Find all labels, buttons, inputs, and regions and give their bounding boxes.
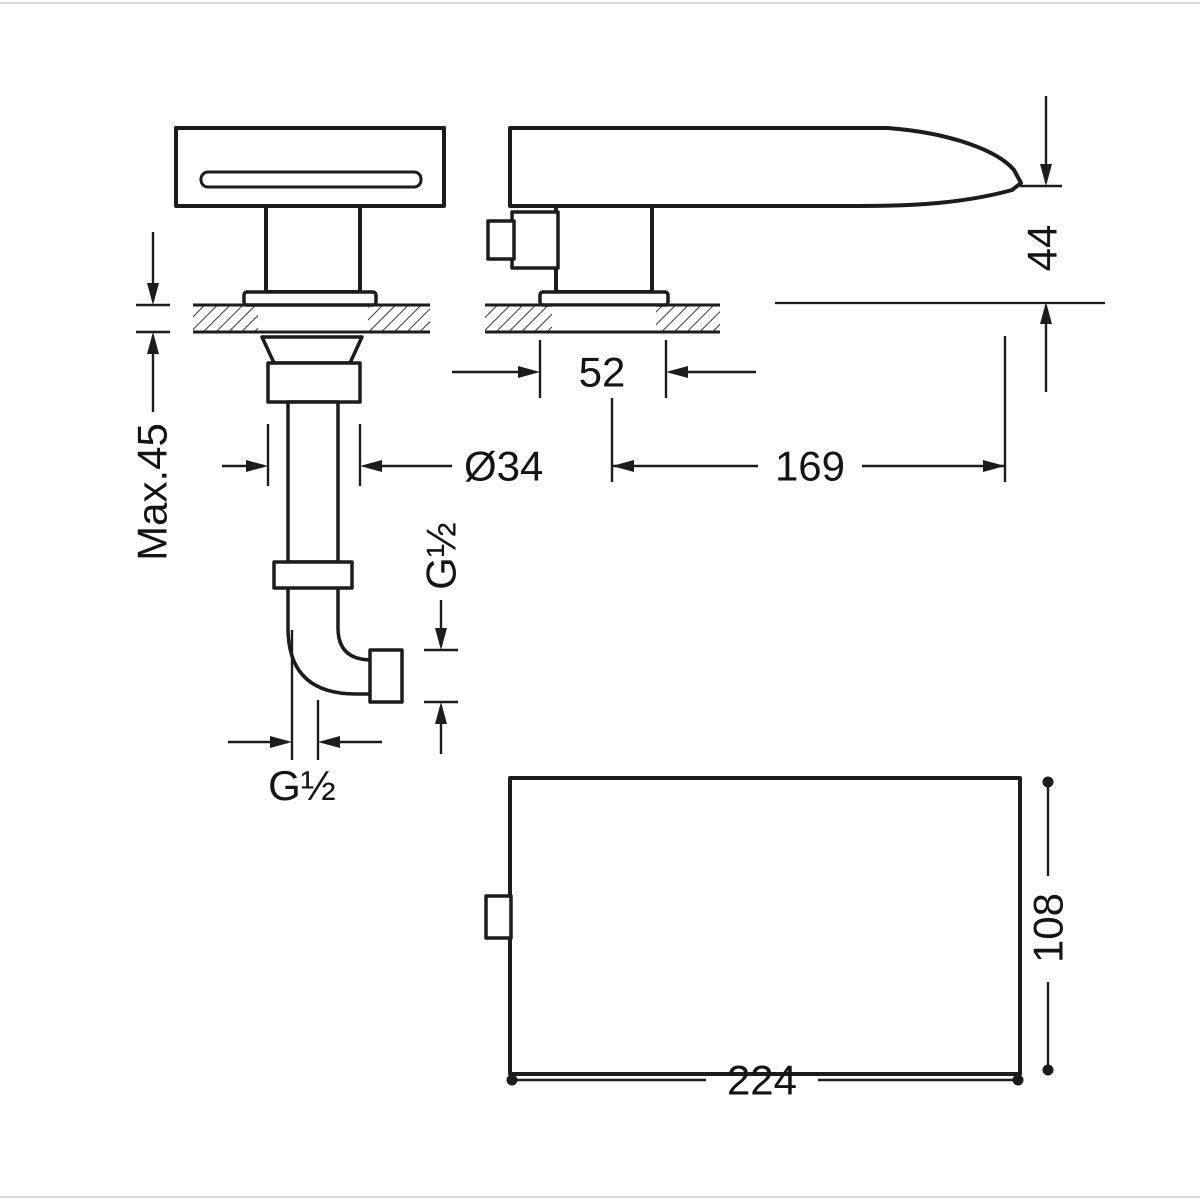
dim-label-max45: Max.45 (129, 423, 176, 561)
dim-max-thickness: Max.45 (129, 232, 176, 561)
pipe-nut (272, 560, 354, 590)
handle-base-side (510, 210, 560, 270)
dim-label-diameter-34: Ø34 (464, 443, 543, 490)
dim-label-52: 52 (579, 349, 626, 396)
dim-label-108: 108 (1025, 893, 1072, 963)
fixing-nut (260, 335, 364, 365)
dim-length-224: 224 (506, 1057, 1024, 1104)
dim-g12-outlet: G½ (418, 522, 465, 754)
dim-label-44: 44 (1019, 225, 1066, 272)
elbow-inner (336, 588, 373, 662)
dim-base-52: 52 (452, 340, 756, 398)
handle-knob-side (486, 219, 516, 261)
dim-label-g12-inlet: G½ (268, 762, 336, 809)
plan-view (484, 776, 1022, 1076)
elbow-outer (286, 588, 372, 696)
stem-front (264, 204, 362, 294)
dim-label-169: 169 (775, 443, 845, 490)
plan-outline (508, 776, 1022, 1076)
dim-label-224: 224 (727, 1057, 797, 1104)
dim-g12-inlet: G½ (228, 630, 382, 809)
dim-depth-108: 108 (1025, 776, 1072, 1076)
waterfall-slot (199, 170, 423, 189)
dimensions: Max.45 Ø34 G½ (129, 96, 1072, 1104)
plan-handle-knob (484, 894, 513, 940)
dim-label-g12-outlet: G½ (418, 522, 465, 590)
base-flange-side (538, 290, 670, 307)
supply-pipe (286, 400, 340, 564)
elbow-outlet-fitting (368, 648, 404, 704)
dim-spout-height-44: 44 (1019, 96, 1066, 392)
threaded-collar (266, 361, 362, 404)
spout-profile-side (508, 126, 1023, 208)
dim-diameter-34: Ø34 (222, 424, 543, 490)
body-side (554, 204, 654, 294)
front-view (174, 126, 446, 704)
countertop-hole-side (552, 305, 656, 332)
spout-body-front (174, 126, 446, 208)
countertop-hole-front (258, 305, 368, 332)
dim-reach-169: 169 (610, 336, 1007, 490)
side-view (485, 126, 1105, 334)
base-flange-front (242, 290, 378, 307)
